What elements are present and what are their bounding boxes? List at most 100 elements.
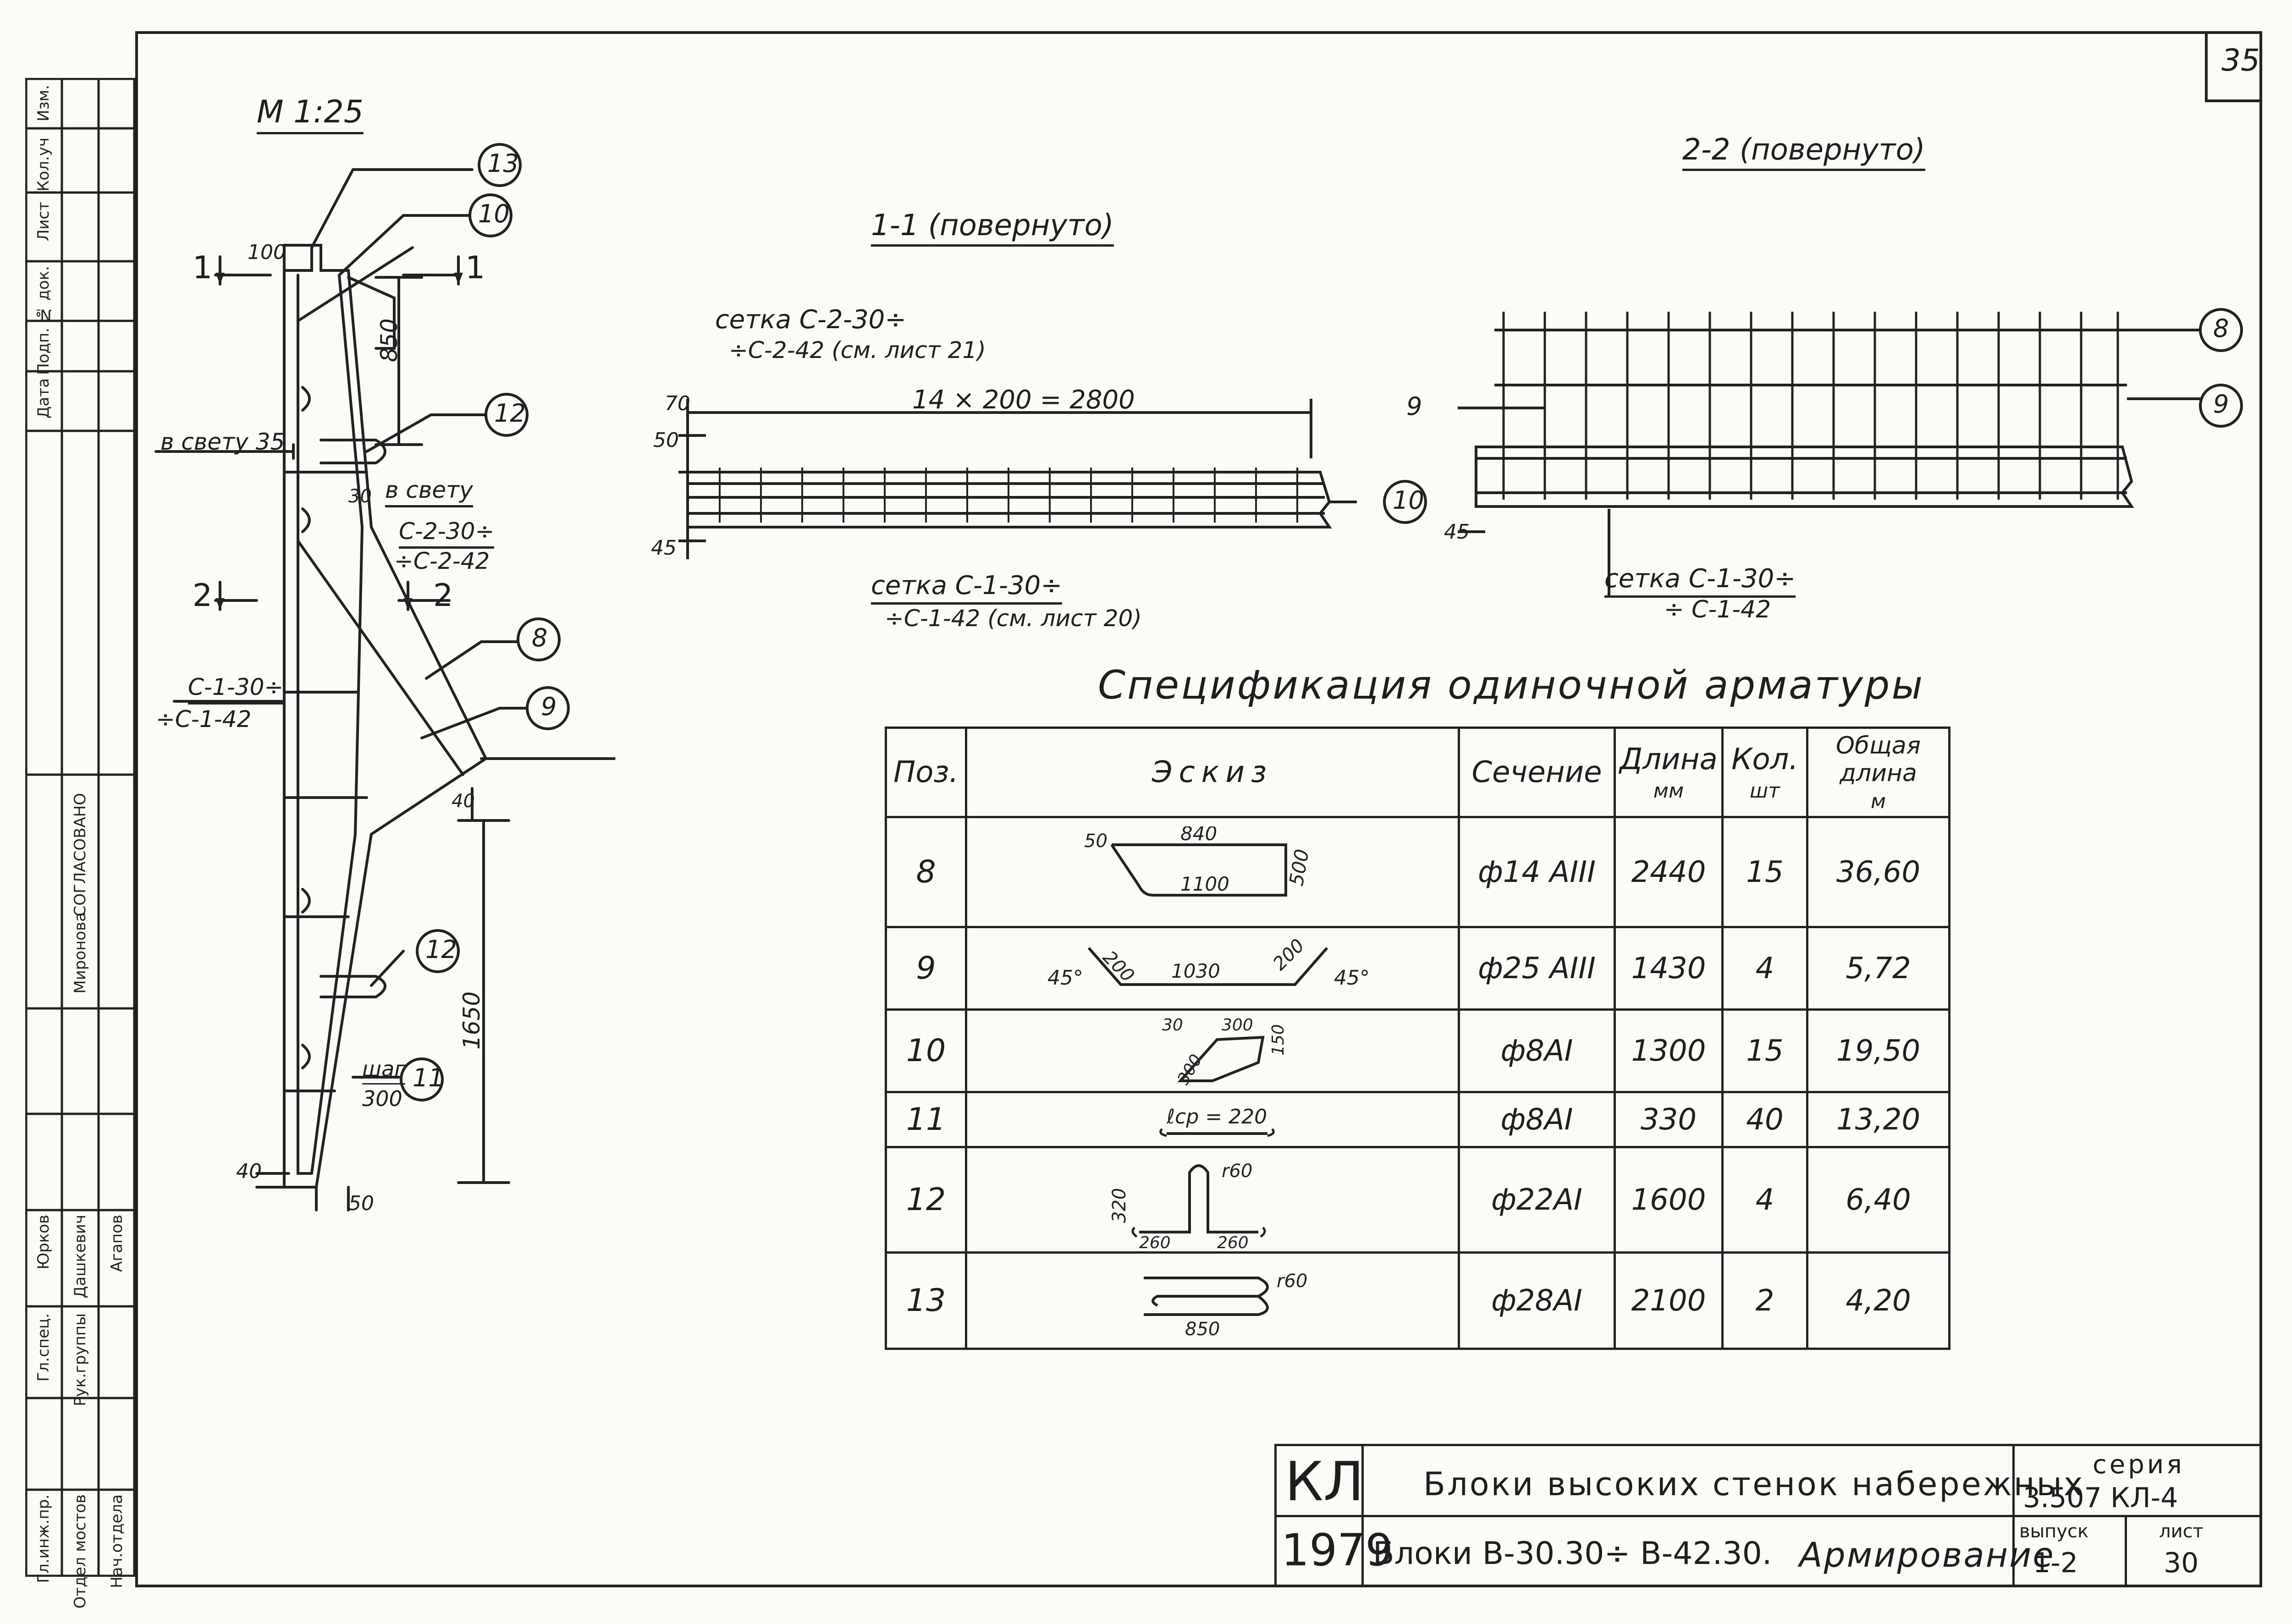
tb-year-cell: 1979 bbox=[1277, 1517, 1393, 1586]
spec-sketch-12: 320 r60 260 260 bbox=[965, 1146, 1460, 1254]
sketch-11-a: ℓср = 220 bbox=[1166, 1105, 1267, 1129]
sketch-12-c: 260 bbox=[1139, 1233, 1171, 1250]
spec-total: 6,40 bbox=[1806, 1146, 1950, 1254]
sketch-12-a: 320 bbox=[1109, 1188, 1130, 1222]
section-1-mesh-top-2: ÷С-2-42 (см. лист 21) bbox=[729, 337, 986, 363]
bar-9 bbox=[297, 539, 464, 776]
spec-length: 1600 bbox=[1614, 1146, 1724, 1254]
spec-total: 5,72 bbox=[1806, 926, 1950, 1011]
dim-1650: 1650 bbox=[458, 991, 485, 1050]
spec-row: 13 r60 850 ф28АI 2100 2 4,20 bbox=[885, 1251, 1950, 1350]
spec-section: ф8АI bbox=[1458, 1091, 1616, 1148]
dim-40-bottom: 40 bbox=[236, 1160, 262, 1183]
title-block: КЛ 1979 Блоки высоких стенок набережных … bbox=[1274, 1444, 2262, 1587]
page-number-box: 35 bbox=[2205, 31, 2262, 102]
spec-sketch-9: 45° 200 1030 200 45° bbox=[965, 926, 1460, 1011]
tb-code: КЛ bbox=[1285, 1450, 1364, 1513]
section-2-title: 2-2 (повернуто) bbox=[1682, 133, 1925, 171]
hook-12-bottom bbox=[320, 975, 386, 998]
bracket bbox=[347, 276, 396, 350]
tb-title-1: Блоки высоких стенок набережных bbox=[1423, 1465, 2085, 1503]
spec-total: 13,20 bbox=[1806, 1091, 1950, 1148]
spec-pos: 13 bbox=[885, 1251, 967, 1350]
callout-circle-12 bbox=[485, 393, 529, 437]
section-1-dim-70: 70 bbox=[665, 392, 690, 415]
label-shag-val: 300 bbox=[362, 1086, 402, 1111]
sketch-8-c: 1100 bbox=[1180, 873, 1229, 895]
sketch-10-b: 300 bbox=[1222, 1016, 1253, 1035]
sheet-frame bbox=[135, 31, 2262, 1587]
tb-sheet-value: 30 bbox=[2164, 1547, 2199, 1579]
spec-total: 36,60 bbox=[1806, 816, 1950, 928]
callout-8: 8 bbox=[532, 623, 548, 652]
tb-issue-value: 1-2 bbox=[2033, 1547, 2078, 1579]
section-1-mesh-top-1: сетка С-2-30÷ bbox=[715, 305, 907, 335]
sketch-13-a: r60 bbox=[1277, 1271, 1307, 1292]
spec-pos: 11 bbox=[885, 1091, 967, 1148]
callout-circle-9 bbox=[526, 686, 570, 730]
sketch-bar-13: r60 850 bbox=[1144, 1271, 1307, 1340]
spec-length: 2100 bbox=[1614, 1251, 1724, 1350]
sketch-bar-9: 45° 200 1030 200 45° bbox=[1047, 935, 1370, 990]
spec-pos: 10 bbox=[885, 1008, 967, 1093]
spec-qty: 4 bbox=[1721, 1146, 1808, 1254]
wall-cap bbox=[283, 244, 313, 272]
section-1-mesh-bottom-1: сетка С-1-30÷ bbox=[871, 571, 1063, 605]
spec-pos: 9 bbox=[885, 926, 967, 1011]
spec-section: ф28АI bbox=[1458, 1251, 1616, 1350]
callout-circle-10 bbox=[468, 193, 512, 237]
section-mark-1-left: 1 bbox=[193, 250, 213, 286]
tb-title-2-cell: Блоки В-30.30÷ В-42.30. Армирование bbox=[1364, 1517, 2054, 1586]
scale-label: М 1:25 bbox=[257, 94, 364, 134]
tb-sheet-cell: лист 30 bbox=[2127, 1517, 2262, 1586]
callout-12b: 12 bbox=[425, 935, 457, 964]
tb-series-value: 3.507 КЛ-4 bbox=[2023, 1482, 2178, 1514]
spec-qty: 4 bbox=[1721, 926, 1808, 1011]
tb-title-2: Блоки В-30.30÷ В-42.30. bbox=[1373, 1536, 1772, 1572]
sketch-bar-8: 50 840 1100 500 bbox=[1084, 826, 1313, 897]
spec-header-total-label: Общая длина bbox=[1835, 732, 1921, 787]
dim-30: 30 bbox=[348, 486, 372, 507]
hook-12-top bbox=[320, 439, 386, 464]
spec-header-qty-label: Кол. bbox=[1731, 742, 1798, 776]
spec-header-total-unit: м bbox=[1870, 789, 1886, 813]
spec-section: ф14 АIII bbox=[1458, 816, 1616, 928]
dim-40-right: 40 bbox=[452, 791, 475, 812]
sketch-9-c: 1030 bbox=[1171, 960, 1220, 982]
spec-sketch-10: 30 300 300 150 bbox=[965, 1008, 1460, 1093]
spec-qty: 2 bbox=[1721, 1251, 1808, 1350]
spec-qty: 15 bbox=[1721, 1008, 1808, 1093]
section-1-mesh-bottom-2: ÷С-1-42 (см. лист 20) bbox=[885, 605, 1142, 632]
sketch-12-d: 260 bbox=[1217, 1233, 1249, 1250]
label-v-svetu-35: в свету 35 bbox=[160, 429, 285, 455]
section-1-dim-45: 45 bbox=[651, 536, 677, 560]
tb-series-cell: серия 3.507 КЛ-4 bbox=[2015, 1446, 2262, 1517]
sketch-bar-11: ℓср = 220 bbox=[1159, 1105, 1275, 1137]
page-number: 35 bbox=[2221, 43, 2260, 78]
sketch-13-b: 850 bbox=[1185, 1319, 1220, 1340]
sketch-8-b: 840 bbox=[1180, 826, 1217, 845]
tb-sheet-label: лист bbox=[2159, 1521, 2204, 1542]
section-1-span-dim: 14 × 200 = 2800 bbox=[912, 385, 1135, 415]
spec-row: 9 45° 200 1030 200 45° ф25 АIII 1430 4 5… bbox=[885, 926, 1950, 1011]
tb-year: 1979 bbox=[1281, 1525, 1394, 1576]
section-2-dim-45: 45 bbox=[1444, 520, 1470, 544]
section-mark-2-left: 2 bbox=[193, 578, 213, 614]
sketch-9-b: 200 bbox=[1099, 947, 1139, 986]
tb-issue-label: выпуск bbox=[2019, 1521, 2089, 1542]
spec-pos: 8 bbox=[885, 816, 967, 928]
spec-header-qty: Кол.шт bbox=[1721, 727, 1808, 818]
spec-sketch-11: ℓср = 220 bbox=[965, 1091, 1460, 1148]
sketch-9-e: 45° bbox=[1334, 966, 1370, 990]
section-1-title: 1-1 (повернуто) bbox=[871, 209, 1114, 247]
tb-title-1-cell: Блоки высоких стенок набережных bbox=[1364, 1446, 2083, 1517]
spec-header-length-label: Длина bbox=[1620, 742, 1718, 776]
section-2-mesh-2: ÷ С-1-42 bbox=[1664, 596, 1771, 623]
callout-12: 12 bbox=[494, 399, 526, 428]
wall-outline bbox=[283, 244, 488, 1189]
label-mesh-c2: С-2-30÷ bbox=[399, 518, 495, 549]
